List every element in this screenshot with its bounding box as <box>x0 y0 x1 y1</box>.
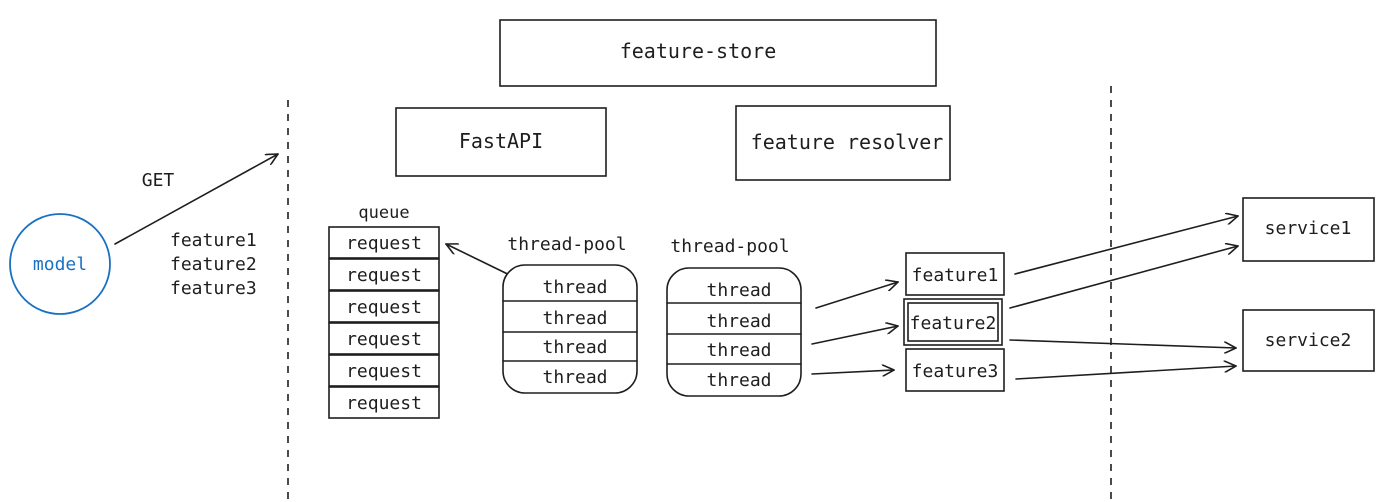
fastapi-label: FastAPI <box>459 129 543 153</box>
queue-item-label: request <box>346 265 422 286</box>
get-request-arrow <box>114 153 279 245</box>
service-box: service2 <box>1242 309 1375 372</box>
thread-label: thread <box>542 337 607 358</box>
queue-item-label: request <box>346 393 422 414</box>
feature-resolver-label: feature resolver <box>751 130 944 154</box>
get-feature-label: feature2 <box>170 254 257 275</box>
queue-item-label: request <box>346 361 422 382</box>
feature-to-service-arrow <box>1015 366 1237 380</box>
queue-item-label: request <box>346 233 422 254</box>
model-label: model <box>33 254 87 275</box>
queue-item <box>328 290 440 323</box>
queue-item <box>328 258 440 291</box>
queue-item <box>328 226 440 259</box>
feature-box: feature1 <box>905 252 1005 296</box>
thread-label: thread <box>542 277 607 298</box>
thread-pool-label: thread-pool <box>507 234 626 255</box>
thread-pool-1: thread thread thread thread <box>502 264 638 394</box>
thread-pool-label: thread-pool <box>670 236 789 257</box>
feature-store-label: feature-store <box>620 39 777 63</box>
feature-store-box: feature-store <box>499 19 937 87</box>
queue-item-label: request <box>346 297 422 318</box>
feature-to-service-arrow <box>1014 216 1239 275</box>
thread-to-feature-arrow <box>811 370 895 374</box>
feature-box: feature3 <box>905 348 1005 392</box>
get-feature-label: feature3 <box>170 278 257 299</box>
feature-box-label: feature3 <box>912 361 999 382</box>
feature-box-label: feature2 <box>910 313 997 334</box>
thread-label: thread <box>706 311 771 332</box>
queue-item <box>328 322 440 355</box>
thread-pool-2: thread thread thread thread <box>666 267 802 397</box>
get-feature-label: feature1 <box>170 230 257 251</box>
feature-resolver-box: feature resolver <box>735 105 951 181</box>
thread-label: thread <box>706 340 771 361</box>
feature-to-service-arrow <box>1009 246 1239 309</box>
service-box: service1 <box>1242 197 1375 262</box>
thread-label: thread <box>542 308 607 329</box>
feature-to-service-arrow <box>1009 339 1237 348</box>
model-node: model <box>9 213 111 315</box>
queue-item <box>328 354 440 387</box>
queue-label: queue <box>358 203 409 223</box>
queue-item <box>328 386 440 419</box>
service-label: service1 <box>1265 218 1352 239</box>
queue-item-label: request <box>346 329 422 350</box>
feature-box: feature2 <box>903 298 1003 346</box>
thread-label: thread <box>706 370 771 391</box>
thread-label: thread <box>706 280 771 301</box>
feature-box-label: feature1 <box>912 265 999 286</box>
fastapi-box: FastAPI <box>395 107 607 177</box>
thread-to-feature-arrow <box>811 326 899 345</box>
thread-to-feature-arrow <box>815 282 899 309</box>
queue-stack: request request request request request … <box>328 226 440 419</box>
get-method-label: GET <box>142 170 175 191</box>
thread-label: thread <box>542 367 607 388</box>
service-label: service2 <box>1265 330 1352 351</box>
